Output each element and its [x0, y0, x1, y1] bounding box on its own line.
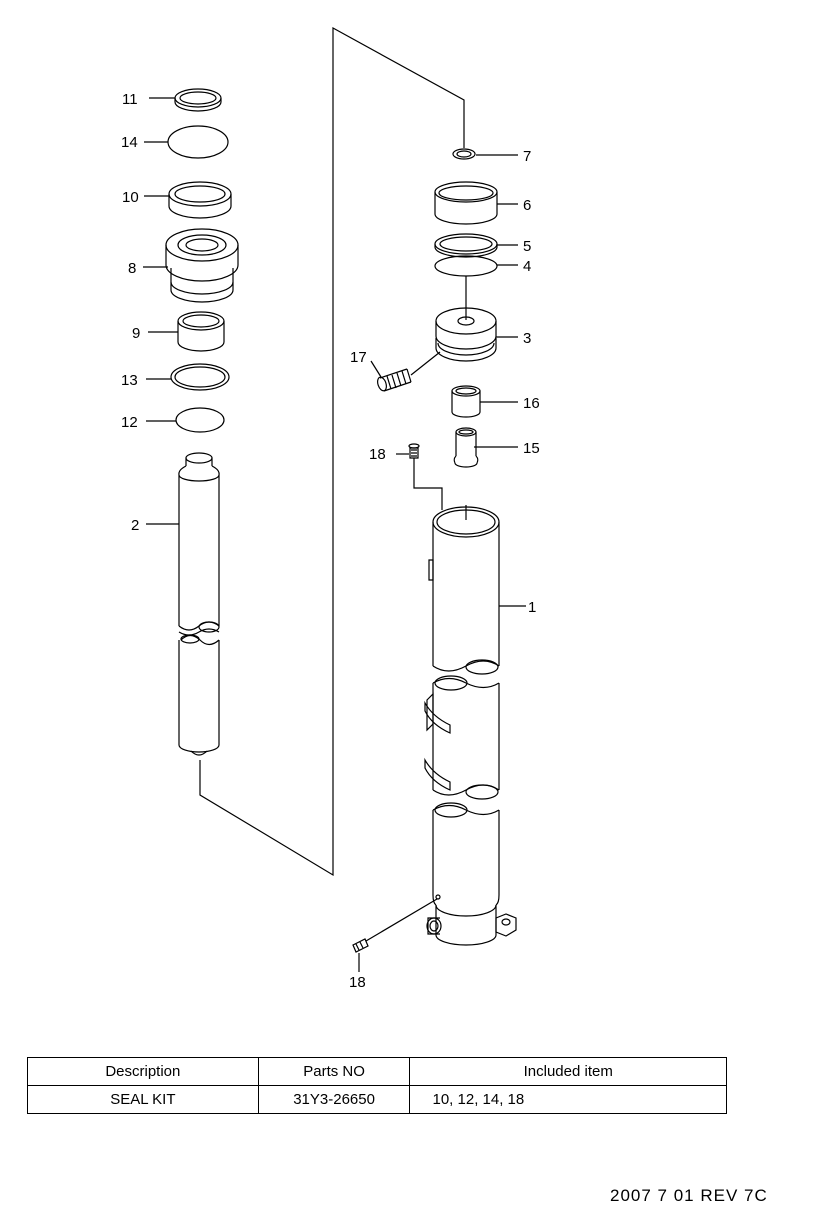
table-header-row: Description Parts NO Included item: [27, 1057, 727, 1086]
part-16-bushing: [451, 385, 481, 418]
part-9-bushing: [177, 311, 225, 352]
part-18-plug-lower: [352, 938, 369, 953]
part-14-o-ring: [167, 125, 229, 159]
part-6-ring: [434, 181, 498, 225]
callout-8: 8: [128, 260, 136, 277]
part-18-plug-upper: [408, 443, 420, 459]
callout-7: 7: [523, 148, 531, 165]
part-11-ring: [174, 88, 222, 112]
assembly-connection-line: [199, 26, 465, 877]
part-8-gland: [165, 228, 239, 303]
callout-3: 3: [523, 330, 531, 347]
cell-description: SEAL KIT: [27, 1085, 259, 1114]
part-4-ring: [434, 255, 498, 277]
callout-5: 5: [523, 238, 531, 255]
part-3-piston: [435, 307, 497, 362]
callout-2: 2: [131, 517, 139, 534]
table-row: SEAL KIT 31Y3-26650 10, 12, 14, 18: [27, 1085, 727, 1114]
seal-kit-table: Description Parts NO Included item SEAL …: [27, 1057, 727, 1114]
part-5-ring: [434, 233, 498, 258]
revision-footer: 2007 7 01 REV 7C: [610, 1186, 768, 1205]
callout-15: 15: [523, 440, 540, 457]
callout-11: 11: [122, 91, 138, 108]
callout-10: 10: [122, 189, 139, 206]
callout-18-upper: 18: [369, 446, 386, 463]
part-15-stopper: [453, 427, 479, 468]
part-12-o-ring: [175, 407, 225, 433]
callout-13: 13: [121, 372, 138, 389]
exploded-parts-diagram: 11 14 10 8 9 13 12 2 7 6 5 4 3 17 16 18 …: [121, 26, 540, 991]
cell-included-item: 10, 12, 14, 18: [409, 1085, 727, 1114]
callout-12: 12: [121, 414, 138, 431]
callout-9: 9: [132, 325, 140, 342]
header-description: Description: [27, 1057, 259, 1086]
part-2-piston-rod: [178, 452, 220, 756]
part-7-o-ring: [452, 148, 476, 160]
part-1-cylinder-tube: [424, 506, 517, 946]
part-10-ring: [168, 181, 232, 219]
part-17-set-screw: [377, 368, 412, 392]
callout-6: 6: [523, 197, 531, 214]
callout-14: 14: [121, 134, 138, 151]
cell-parts-no: 31Y3-26650: [257, 1085, 411, 1114]
callout-16: 16: [523, 395, 540, 412]
part-13-ring: [170, 363, 230, 391]
header-parts-no: Parts NO: [257, 1057, 411, 1086]
callout-4: 4: [523, 258, 531, 275]
callout-18-lower: 18: [349, 974, 366, 991]
callout-1: 1: [528, 599, 536, 616]
header-included-item: Included item: [409, 1057, 727, 1086]
callout-17: 17: [350, 349, 367, 366]
